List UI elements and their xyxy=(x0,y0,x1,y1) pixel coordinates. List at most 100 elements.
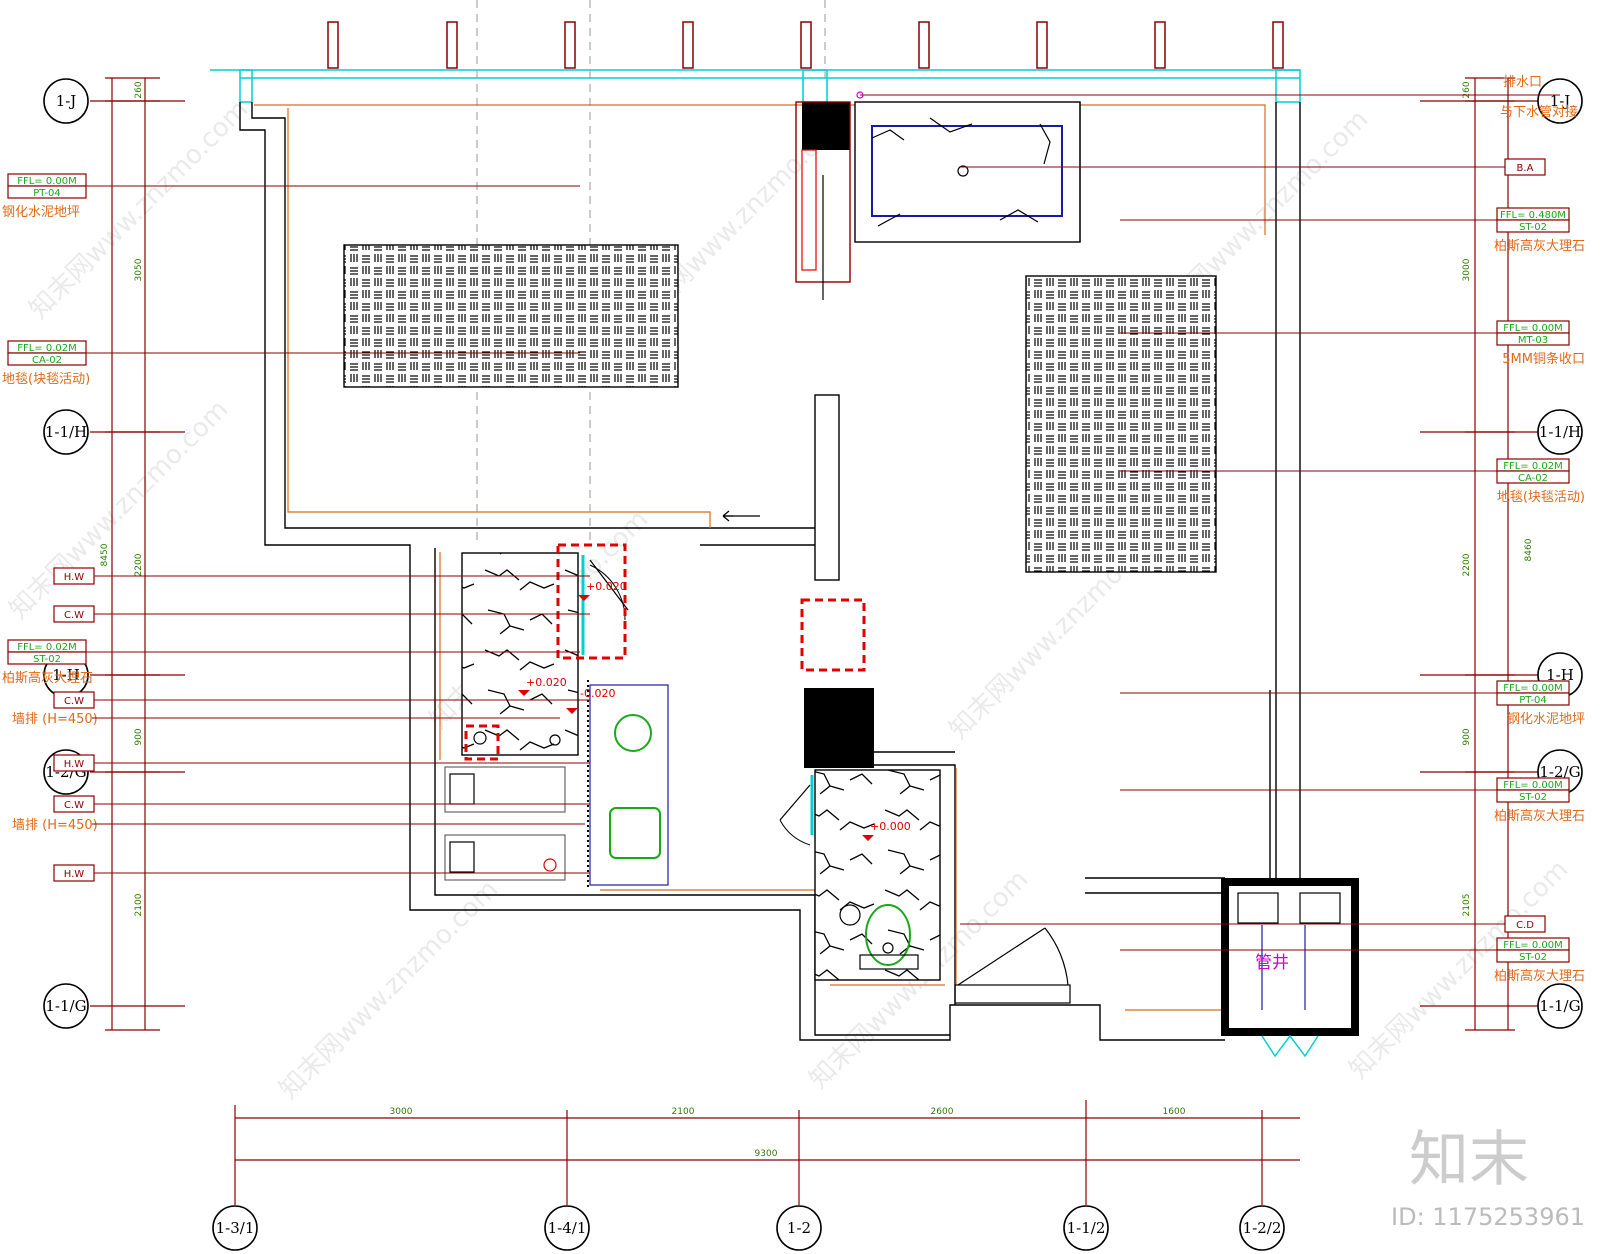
service-tag-text: C.W xyxy=(64,696,84,707)
grid-bubble-label: 1-J xyxy=(1550,92,1571,110)
wall-drain-note: 墙排 (H=450) xyxy=(12,712,98,727)
code-tag-box xyxy=(1496,470,1570,484)
material-name-text: 柏斯高灰大理石 xyxy=(1494,808,1585,824)
level-marker-text: -0.020 xyxy=(580,687,615,700)
left-dim-seg: 260 xyxy=(134,81,144,98)
left-dim-seg: 2100 xyxy=(134,893,144,916)
drain-outlet-note: 与下水管对接 xyxy=(1500,104,1578,120)
image-id-text: ID: 1175253961 xyxy=(1391,1203,1585,1231)
bottom-dim-total: 9300 xyxy=(755,1149,778,1159)
ffl-level-text: FFL= 0.00M xyxy=(1503,683,1563,694)
level-marker-text: +0.000 xyxy=(870,820,911,833)
section-arrows xyxy=(722,510,760,522)
grid-bubble-label: 1-1/G xyxy=(1539,997,1580,1015)
service-tag-text: C.W xyxy=(64,610,84,621)
brand-watermark: 知末 xyxy=(1409,1125,1529,1195)
code-tag-box xyxy=(7,185,87,199)
ffl-level-text: FFL= 0.00M xyxy=(17,176,77,187)
left-dim-seg: 2200 xyxy=(134,553,144,576)
grid-bubble-label: 1-2/2 xyxy=(1243,1219,1282,1237)
ffl-level-text: FFL= 0.00M xyxy=(1503,323,1563,334)
left-dim-seg: 900 xyxy=(134,728,144,745)
material-name-text: 柏斯高灰大理石 xyxy=(1494,968,1585,984)
material-code-text: ST-02 xyxy=(33,654,61,665)
grid-bubble xyxy=(212,1205,258,1251)
ffl-level-text: FFL= 0.480M xyxy=(1500,210,1566,221)
service-tag-text: B.A xyxy=(1517,163,1534,174)
grid-bubble xyxy=(43,78,89,124)
material-code-text: PT-04 xyxy=(33,188,61,199)
grid-bubble xyxy=(1239,1205,1285,1251)
grid-bubble-label: 1-2 xyxy=(787,1219,811,1237)
material-name-text: 地毯(块毯活动) xyxy=(2,372,90,387)
material-code-text: ST-02 xyxy=(1519,952,1547,963)
code-tag-box xyxy=(7,352,87,366)
material-name-text: 柏斯高灰大理石 xyxy=(1494,238,1585,254)
grid-bubble-label: 1-4/1 xyxy=(548,1219,587,1237)
material-name-text: 钢化水泥地坪 xyxy=(1507,712,1585,727)
code-tag-box xyxy=(7,651,87,665)
shaft-label: 管井 xyxy=(1255,953,1289,973)
bottom-dim-seg: 2600 xyxy=(931,1107,954,1117)
material-code-text: ST-02 xyxy=(1519,792,1547,803)
walls xyxy=(239,102,1301,1041)
watermark-site: 知末网www.znzmo.com xyxy=(274,874,505,1105)
grid-bubble xyxy=(43,409,89,455)
grid-bubble-label: 1-3/1 xyxy=(216,1219,255,1237)
carpet-left xyxy=(343,244,679,388)
red-dashed-callouts xyxy=(464,543,866,761)
grid-bubble-label: 1-1/2 xyxy=(1067,1219,1106,1237)
facade-mullions xyxy=(327,21,1284,69)
left-dim-total: 8450 xyxy=(100,543,110,566)
level-marker-text: +0.020 xyxy=(586,580,627,593)
grid-bubble xyxy=(1537,409,1583,455)
right-dim-seg: 260 xyxy=(1462,81,1472,98)
level-marker-text: +0.020 xyxy=(526,676,567,689)
grid-bubble-label: 1-H xyxy=(1546,666,1574,684)
grid-bubble-label: 1-H xyxy=(52,666,80,684)
right-dim-total: 8460 xyxy=(1524,538,1534,561)
code-tag-box xyxy=(1496,789,1570,803)
bottom-grid-bubbles: 1-3/1 1-4/1 1-2 1-1/2 1-2/2 xyxy=(212,1205,1285,1251)
ffl-level-text: FFL= 0.00M xyxy=(1503,780,1563,791)
structural-columns xyxy=(802,102,874,768)
carpet-right xyxy=(1025,275,1217,573)
service-tag-text: H.W xyxy=(64,572,85,583)
right-service-tags: B.AC.D xyxy=(960,158,1546,933)
grid-bubble xyxy=(1537,983,1583,1029)
material-name-text: 地毯(块毯活动) xyxy=(1497,490,1585,505)
right-dim-seg: 2200 xyxy=(1462,553,1472,576)
grid-bubble-label: 1-1/G xyxy=(45,997,86,1015)
bottom-dim-seg: 1600 xyxy=(1163,1107,1186,1117)
material-name-text: 钢化水泥地坪 xyxy=(2,205,80,220)
grid-bubble xyxy=(544,1205,590,1251)
ffl-level-text: FFL= 0.02M xyxy=(17,343,77,354)
bottom-dim-seg: 2100 xyxy=(672,1107,695,1117)
service-tag-text: C.W xyxy=(64,800,84,811)
grid-bubble xyxy=(43,983,89,1029)
entry-door xyxy=(954,927,1071,1004)
code-tag-box xyxy=(1496,949,1570,963)
drain-outlet-note: 排水口 xyxy=(1503,75,1542,90)
code-tag-box xyxy=(1496,219,1570,233)
bathtub xyxy=(795,101,1081,300)
pipe-shaft: 管井 xyxy=(1221,878,1359,1058)
material-name-text: 5MM铜条收口 xyxy=(1502,351,1585,367)
right-dim-seg: 2105 xyxy=(1462,894,1472,917)
watermark-site: 知末网www.znzmo.com xyxy=(4,394,235,625)
material-code-text: CA-02 xyxy=(32,355,62,366)
grid-bubble xyxy=(1063,1205,1109,1251)
code-tag-box xyxy=(1496,692,1570,706)
wc-room xyxy=(779,769,941,981)
grid-bubble xyxy=(1537,78,1583,124)
right-grid-bubbles: 1-J1-1/H1-H1-2/G1-1/G xyxy=(1420,78,1583,1029)
grid-bubble-label: 1-2/G xyxy=(1539,763,1580,781)
ffl-level-text: FFL= 0.02M xyxy=(1503,461,1563,472)
grid-bubble-label: 1-J xyxy=(56,92,77,110)
material-name-text: 柏斯高灰大理石 xyxy=(2,670,93,686)
bottom-dim-seg: 3000 xyxy=(390,1107,413,1117)
level-markers: +0.020 -0.020 +0.000 +0.020 xyxy=(518,580,911,841)
material-code-text: PT-04 xyxy=(1519,695,1547,706)
